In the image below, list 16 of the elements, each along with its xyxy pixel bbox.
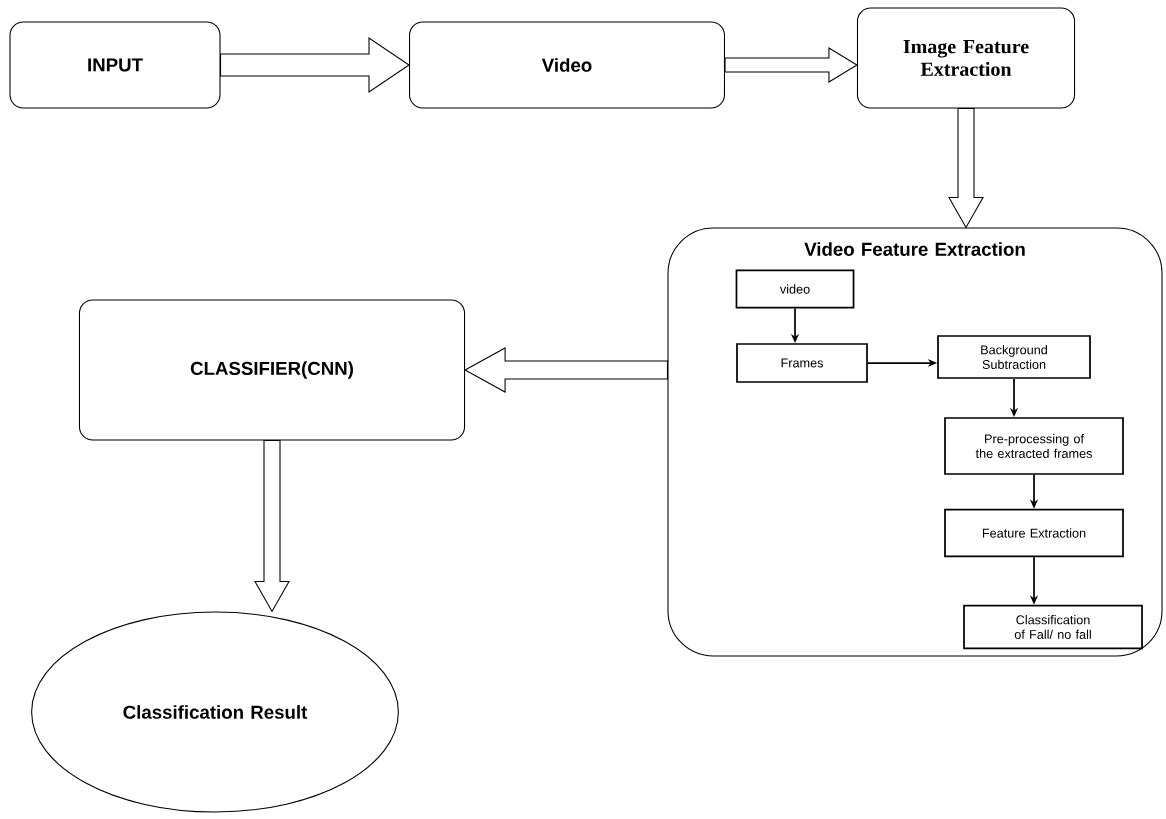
step-box: Classification of Fall/ no fall — [963, 604, 1143, 650]
block-arrow — [463, 347, 668, 393]
block-arrow — [254, 440, 290, 613]
panel-heading: Video Feature Extraction — [804, 242, 1025, 256]
step-box: video — [735, 269, 855, 309]
block-arrow — [220, 37, 410, 93]
process-box: Image Feature Extraction — [856, 7, 1076, 109]
step-box: Feature Extraction — [944, 508, 1124, 558]
process-box: Video — [409, 21, 725, 109]
process-box: INPUT — [9, 21, 221, 109]
step-box: Pre-processing of the extracted frames — [944, 417, 1124, 475]
process-box: CLASSIFIER(CNN) — [78, 299, 466, 441]
step-box: Background Subtraction — [937, 335, 1091, 379]
block-arrow — [948, 108, 984, 229]
step-box: Frames — [736, 343, 868, 383]
block-arrow — [724, 47, 858, 83]
